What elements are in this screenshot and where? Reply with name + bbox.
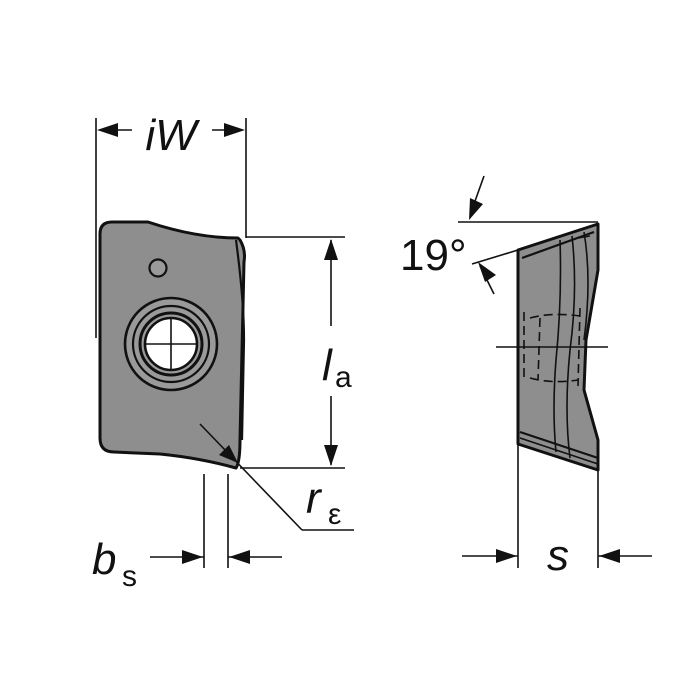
iw-label: iW — [145, 111, 200, 160]
bs-dimension: b s — [92, 474, 282, 593]
small-hole — [148, 258, 168, 278]
bs-subscript: s — [122, 560, 137, 593]
re-dimension: r ε — [199, 423, 354, 531]
la-dimension: l a — [240, 236, 358, 469]
angle-label: 19° — [400, 231, 467, 280]
re-subscript: ε — [328, 498, 341, 531]
s-label: s — [547, 531, 569, 580]
angle-dimension: 19° — [400, 175, 598, 295]
iw-dimension: iW — [97, 111, 245, 160]
bs-label: b — [92, 535, 116, 584]
front-view — [95, 118, 247, 470]
side-view — [496, 222, 608, 472]
la-subscript: a — [335, 361, 352, 394]
s-dimension: s — [462, 444, 652, 580]
screw-hole-mid — [131, 304, 211, 384]
la-label: l — [322, 341, 333, 390]
insert-front-edge — [234, 239, 246, 441]
re-label: r — [306, 474, 323, 523]
